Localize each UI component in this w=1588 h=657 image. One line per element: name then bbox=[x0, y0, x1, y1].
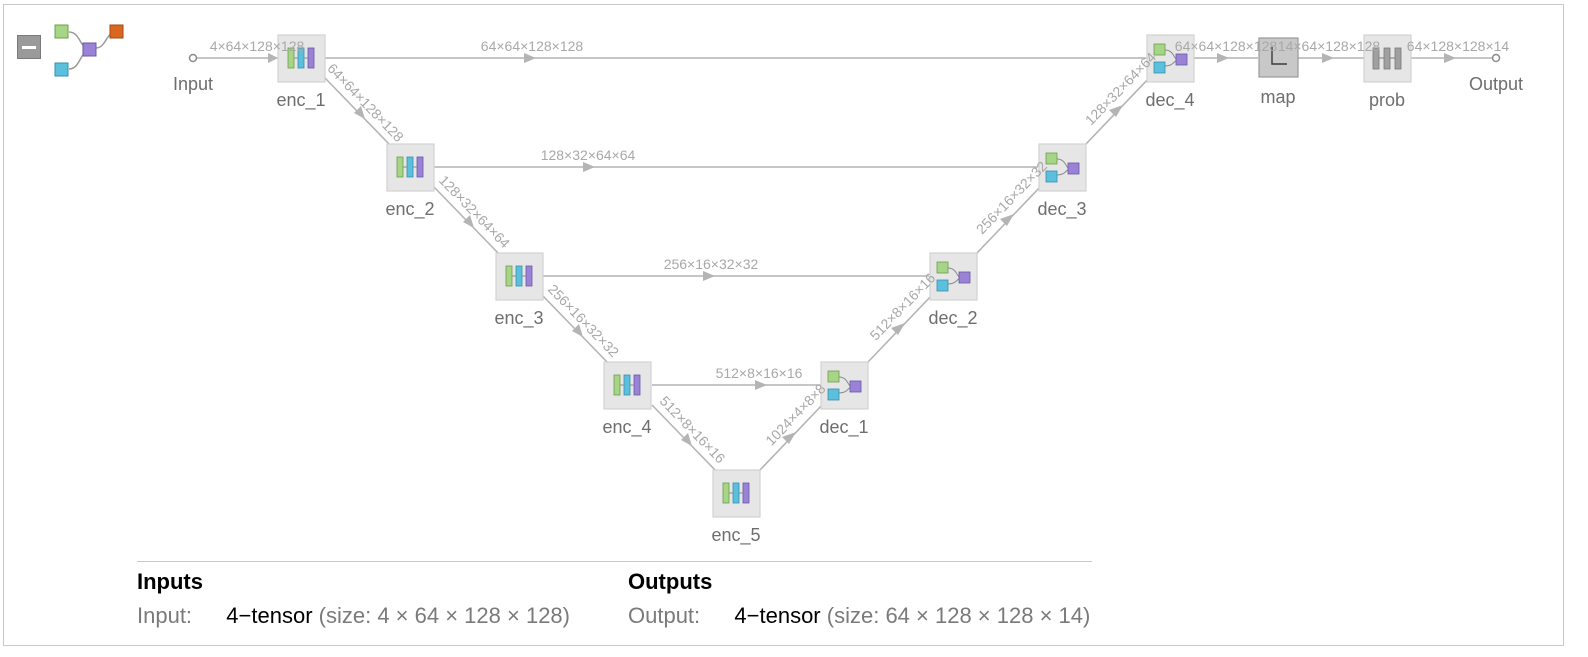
arrowhead bbox=[583, 162, 595, 172]
node-label: enc_2 bbox=[385, 199, 434, 220]
network-graph: Input Output enc_1 enc_2 enc_3 enc_4 enc… bbox=[173, 34, 1523, 546]
output-port-name: Output: bbox=[628, 603, 701, 628]
node-dec-2[interactable]: dec_2 bbox=[928, 252, 978, 329]
arrowhead bbox=[524, 53, 536, 63]
arrowhead bbox=[354, 106, 365, 119]
edge-label-dec4-map: 64×64×128×128 bbox=[1175, 38, 1278, 54]
arrowhead bbox=[1217, 53, 1229, 63]
encoder-block-icon bbox=[396, 156, 424, 178]
edge-label-enc2-enc3: 128×32×64×64 bbox=[436, 172, 513, 251]
node-dec-1[interactable]: dec_1 bbox=[819, 361, 869, 438]
node-label: enc_1 bbox=[276, 90, 325, 111]
edge-label-dec3-dec4: 128×32×64×64 bbox=[1082, 49, 1159, 128]
network-graph-panel bbox=[3, 4, 1564, 646]
node-dec-3[interactable]: dec_3 bbox=[1037, 143, 1087, 220]
arrowhead bbox=[1444, 53, 1456, 63]
edge-label-enc5-dec1: 1024×4×8×8 bbox=[762, 380, 829, 448]
arrowhead bbox=[681, 433, 692, 446]
node-label: prob bbox=[1369, 90, 1405, 110]
node-map[interactable]: map bbox=[1258, 37, 1299, 107]
encoder-block-icon bbox=[505, 265, 533, 287]
inputs-heading: Inputs bbox=[137, 569, 203, 594]
node-label: enc_5 bbox=[711, 525, 760, 546]
input-port-size: (size: 4 × 64 × 128 × 128) bbox=[318, 603, 570, 628]
input-port[interactable] bbox=[188, 53, 198, 63]
node-label: map bbox=[1260, 87, 1295, 107]
network-graph-icon bbox=[54, 24, 124, 77]
input-summary-row: Input: 4−tensor (size: 4 × 64 × 128 × 12… bbox=[137, 603, 570, 629]
output-port-size: (size: 64 × 128 × 128 × 14) bbox=[826, 603, 1091, 628]
arrowheads bbox=[268, 53, 1456, 446]
node-enc-5[interactable]: enc_5 bbox=[711, 469, 761, 546]
node-label: enc_3 bbox=[494, 308, 543, 329]
collapse-icon[interactable] bbox=[17, 35, 41, 59]
input-port-label: Input bbox=[173, 74, 213, 94]
edge-label-enc3-enc4: 256×16×32×32 bbox=[545, 281, 622, 360]
edge-label-enc3-dec2: 256×16×32×32 bbox=[664, 256, 759, 272]
arrowhead bbox=[703, 271, 715, 281]
output-port-label: Output bbox=[1469, 74, 1523, 94]
arrowhead bbox=[1000, 214, 1014, 226]
softmax-layer-icon bbox=[1372, 47, 1402, 70]
outputs-heading: Outputs bbox=[628, 569, 713, 594]
output-port-type: 4−tensor bbox=[734, 603, 821, 628]
edge-label-enc1-enc2: 64×64×128×128 bbox=[324, 60, 407, 145]
node-label: dec_3 bbox=[1037, 199, 1086, 220]
input-port-type: 4−tensor bbox=[226, 603, 313, 628]
node-enc-2[interactable]: enc_2 bbox=[385, 143, 435, 220]
node-prob[interactable]: prob bbox=[1363, 34, 1412, 110]
node-label: dec_2 bbox=[928, 308, 977, 329]
node-label: dec_4 bbox=[1145, 90, 1194, 111]
arrowhead bbox=[572, 324, 583, 337]
arrowhead bbox=[1109, 105, 1123, 117]
edge-label-enc4-enc5: 512×8×16×16 bbox=[657, 393, 729, 467]
arrowhead bbox=[891, 323, 905, 335]
edge-label-dec2-dec3: 256×16×32×32 bbox=[973, 158, 1050, 237]
edge-label-enc1-dec4: 64×64×128×128 bbox=[481, 38, 584, 54]
node-label: dec_1 bbox=[819, 417, 868, 438]
node-enc-1[interactable]: enc_1 bbox=[276, 34, 326, 111]
map-layer-icon bbox=[1271, 47, 1287, 65]
edge-label-map-prob: 14×64×128×128 bbox=[1278, 38, 1381, 54]
edge-label-input-enc1: 4×64×128×128 bbox=[210, 38, 305, 54]
arrowhead bbox=[268, 53, 278, 63]
arrowhead bbox=[1322, 53, 1334, 63]
input-port-name: Input: bbox=[137, 603, 193, 628]
node-enc-3[interactable]: enc_3 bbox=[494, 252, 544, 329]
edge-label-enc2-dec3: 128×32×64×64 bbox=[541, 147, 636, 163]
node-label: enc_4 bbox=[602, 417, 651, 438]
arrowhead bbox=[782, 432, 796, 444]
edge-label-prob-output: 64×128×128×14 bbox=[1407, 38, 1510, 54]
arrowhead bbox=[755, 380, 767, 390]
edge-label-dec1-dec2: 512×8×16×16 bbox=[866, 270, 938, 344]
encoder-block-icon bbox=[722, 482, 750, 504]
summary-divider bbox=[137, 561, 1092, 562]
arrowhead bbox=[463, 215, 474, 228]
output-summary-row: Output: 4−tensor (size: 64 × 128 × 128 ×… bbox=[628, 603, 1090, 629]
encoder-block-icon bbox=[613, 374, 641, 396]
node-enc-4[interactable]: enc_4 bbox=[602, 361, 652, 438]
edge-label-enc4-dec1: 512×8×16×16 bbox=[716, 365, 803, 381]
node-dec-4[interactable]: dec_4 bbox=[1145, 34, 1195, 111]
output-port[interactable] bbox=[1491, 53, 1501, 63]
